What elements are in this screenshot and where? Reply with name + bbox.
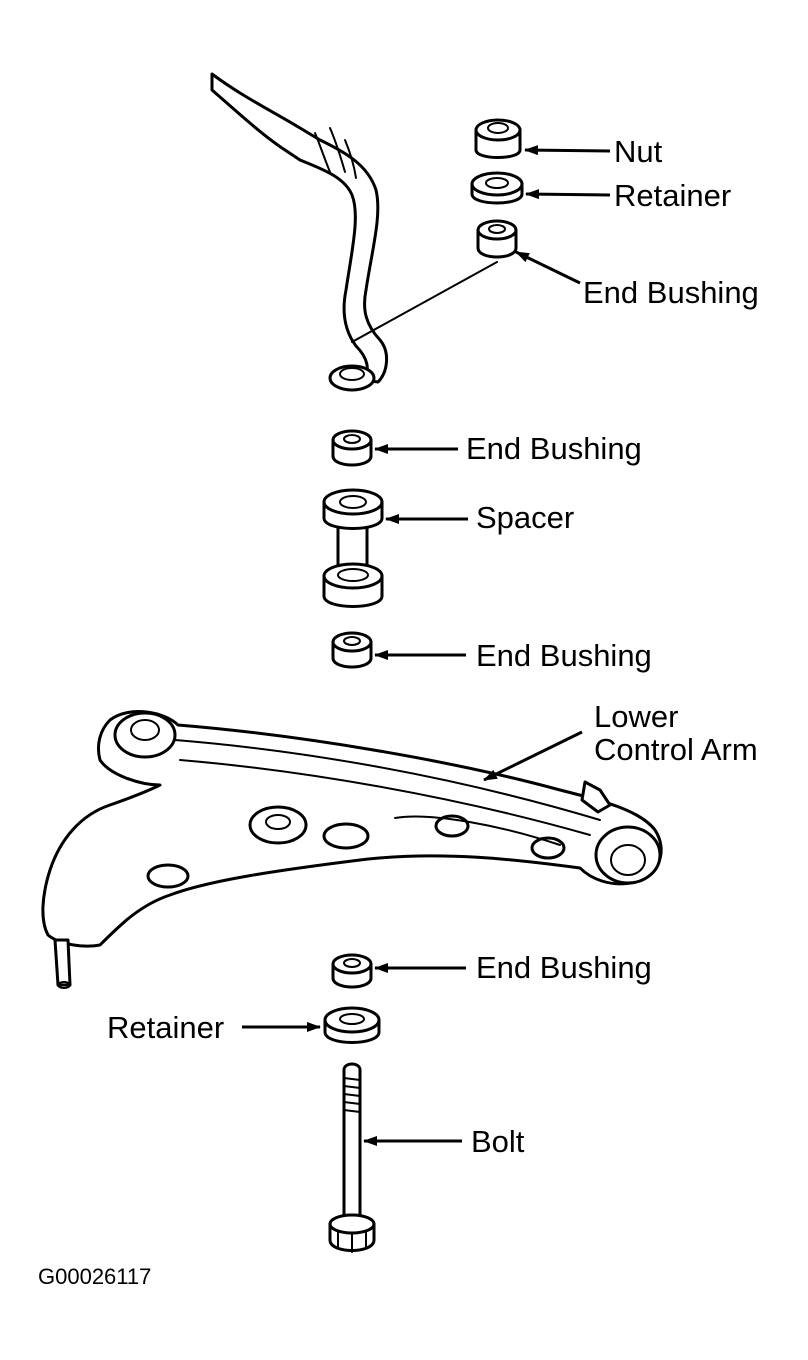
end-bushing-top-part: [476, 219, 518, 259]
end-bushing-lower-part: [331, 631, 373, 669]
label-end-bushing-3: End Bushing: [476, 638, 652, 673]
retainer-top-part: [470, 171, 524, 205]
retainer-bottom-part: [323, 1006, 381, 1044]
arrow-end-bushing-1: [515, 250, 581, 285]
arrow-lower-control-arm: [483, 730, 583, 782]
label-bolt: Bolt: [471, 1124, 525, 1159]
label-lower-control-arm-line2: Control Arm: [594, 732, 758, 767]
arrow-nut: [524, 145, 611, 156]
label-retainer-bottom: Retainer: [107, 1010, 224, 1045]
label-spacer: Spacer: [476, 500, 574, 535]
bolt-part: [328, 1062, 376, 1253]
arrow-retainer-top: [525, 189, 611, 200]
label-end-bushing-2: End Bushing: [466, 431, 642, 466]
label-lower-control-arm-line1: Lower: [594, 699, 678, 734]
label-nut: Nut: [614, 134, 663, 169]
lower-control-arm-part: [41, 710, 663, 989]
stabilizer-bar: [210, 72, 498, 392]
leader-arrows: [242, 145, 611, 1146]
label-end-bushing-1: End Bushing: [583, 275, 759, 310]
label-retainer-top: Retainer: [614, 178, 731, 213]
nut-part: [474, 118, 522, 159]
figure-code: G00026117: [38, 1264, 151, 1289]
spacer-part: [322, 488, 384, 608]
label-end-bushing-4: End Bushing: [476, 950, 652, 985]
end-bushing-bottom-part: [331, 953, 373, 989]
end-bushing-upper-part: [331, 429, 373, 467]
